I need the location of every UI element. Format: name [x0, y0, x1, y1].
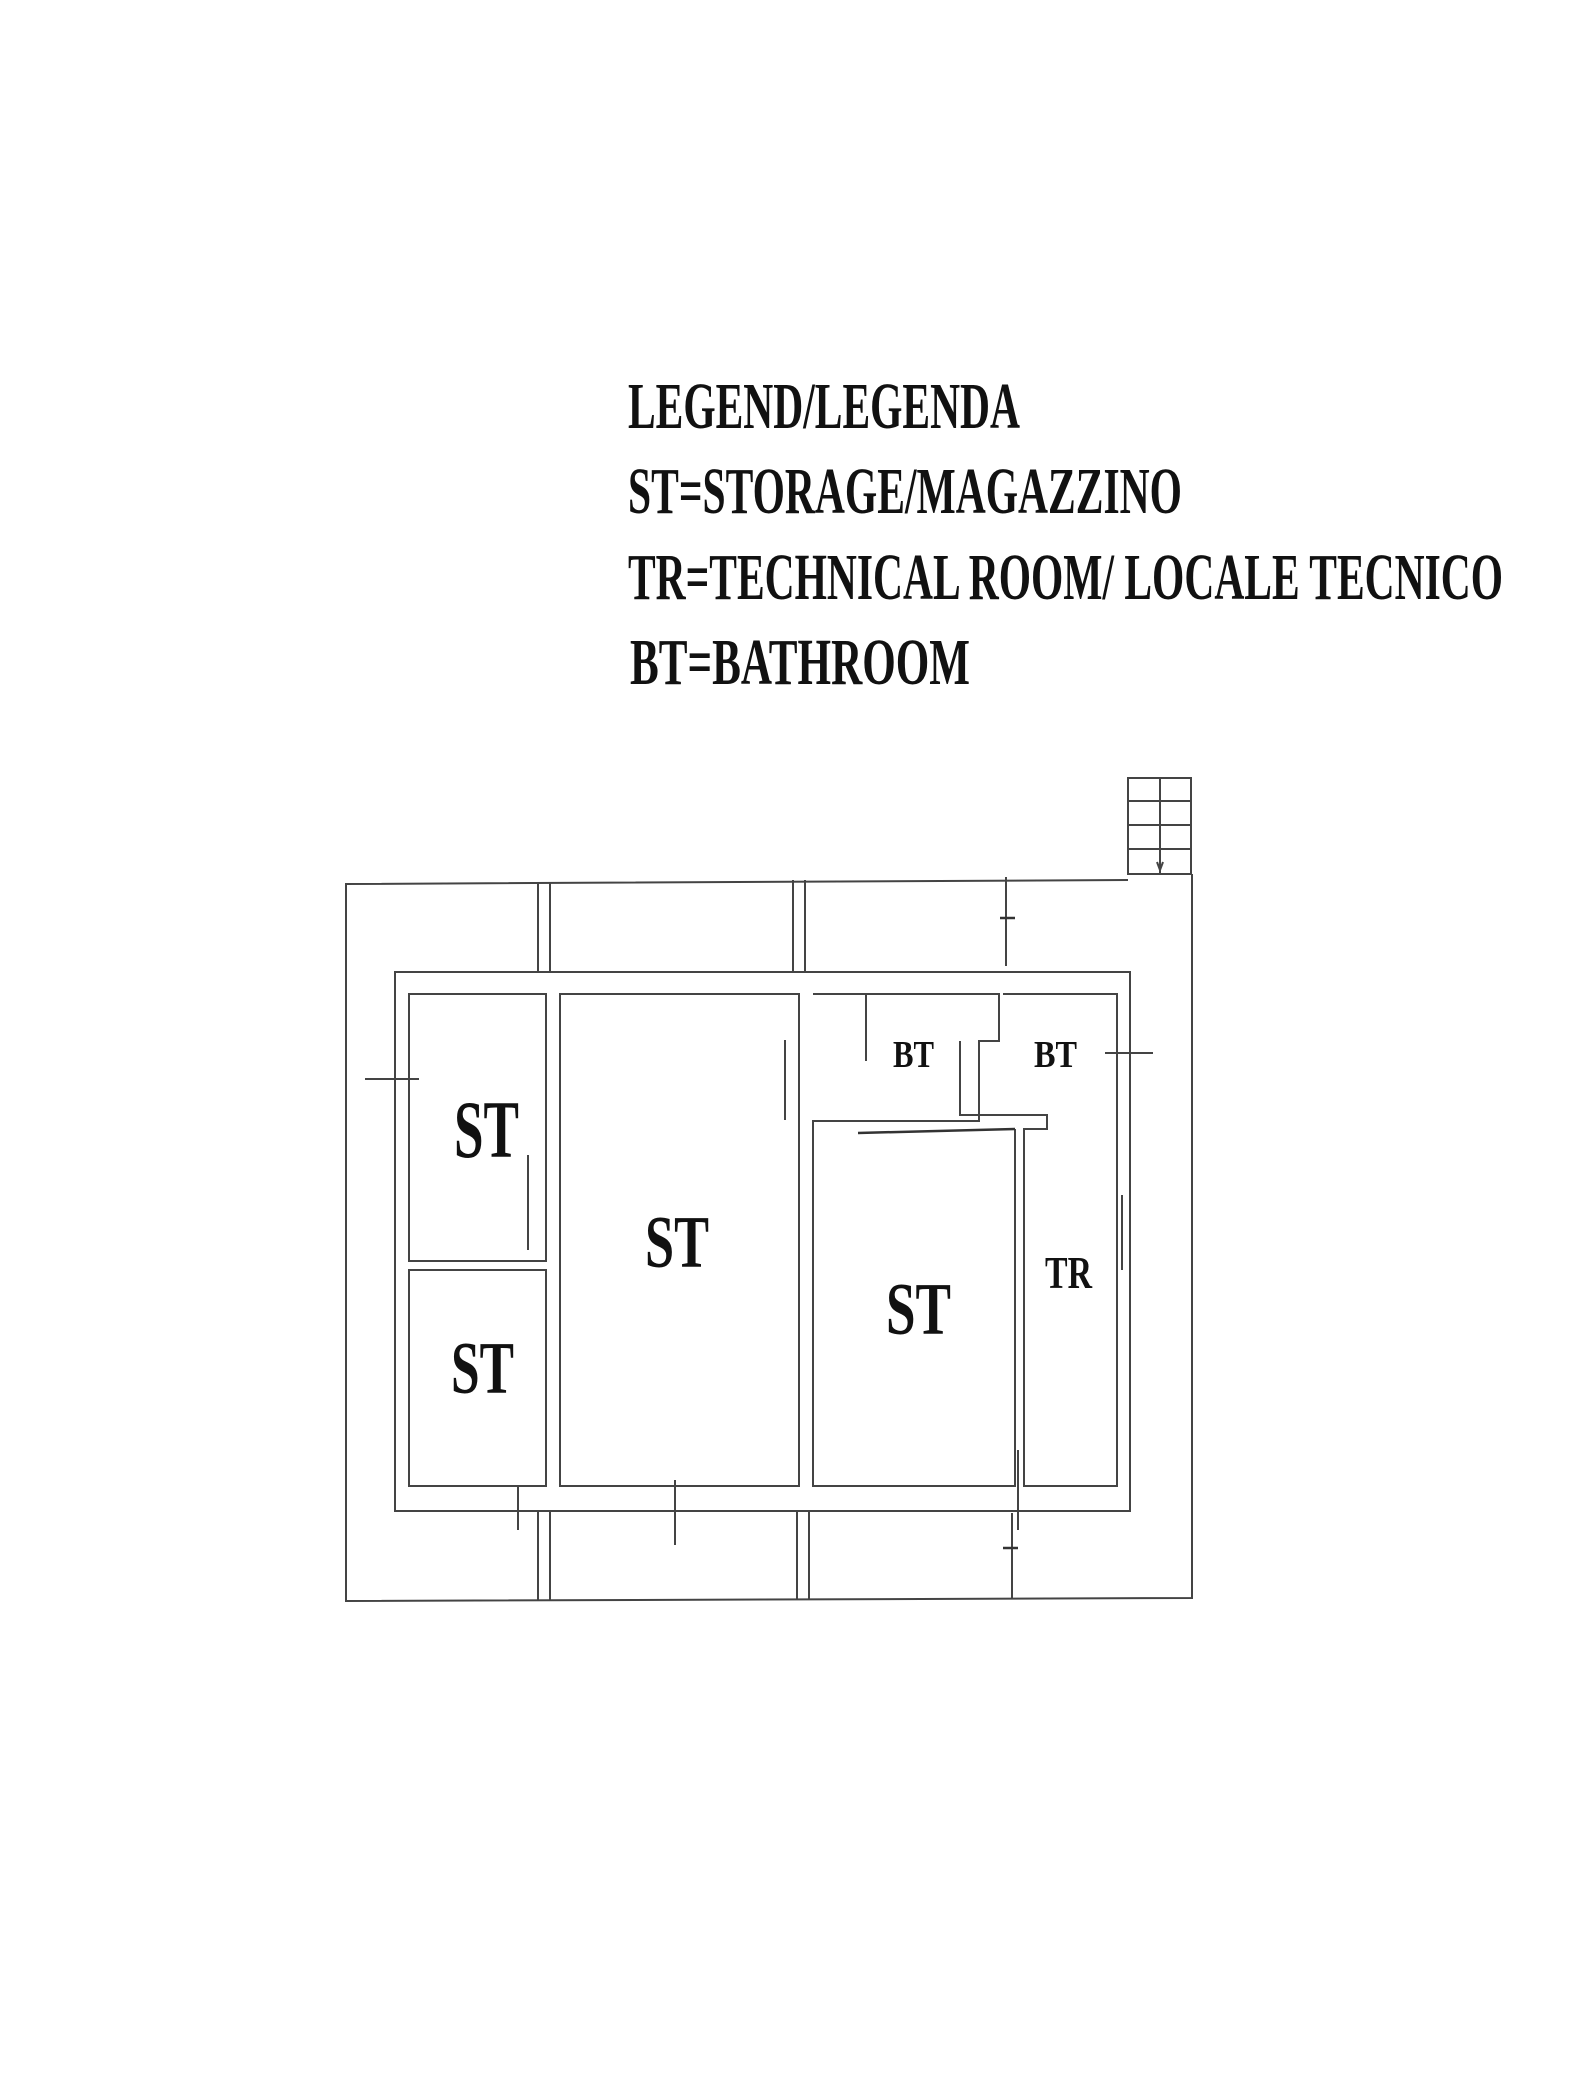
stairs — [1127, 777, 1192, 875]
building-walls — [365, 971, 1153, 1545]
room-label-st-center: ST — [645, 1202, 709, 1284]
legend-item-bathroom: BT=BATHROOM — [630, 626, 970, 699]
room-label-st-bottom-left: ST — [451, 1328, 514, 1410]
room-label-st-right: ST — [886, 1269, 951, 1351]
legend-title: LEGEND/LEGENDA — [628, 370, 1020, 443]
outer-perimeter — [345, 874, 1193, 1603]
legend: LEGEND/LEGENDA ST=STORAGE/MAGAZZINO TR=T… — [628, 370, 1503, 699]
legend-item-storage: ST=STORAGE/MAGAZZINO — [628, 455, 1182, 528]
room-label-bt-right: BT — [1034, 1034, 1077, 1076]
room-label-bt-left: BT — [893, 1034, 934, 1076]
room-labels: ST ST ST ST TR BT BT — [451, 1034, 1093, 1410]
legend-item-technical-room: TR=TECHNICAL ROOM/ LOCALE TECNICO — [628, 541, 1503, 614]
room-label-tr: TR — [1045, 1247, 1093, 1298]
room-label-st-top-left: ST — [454, 1084, 519, 1175]
